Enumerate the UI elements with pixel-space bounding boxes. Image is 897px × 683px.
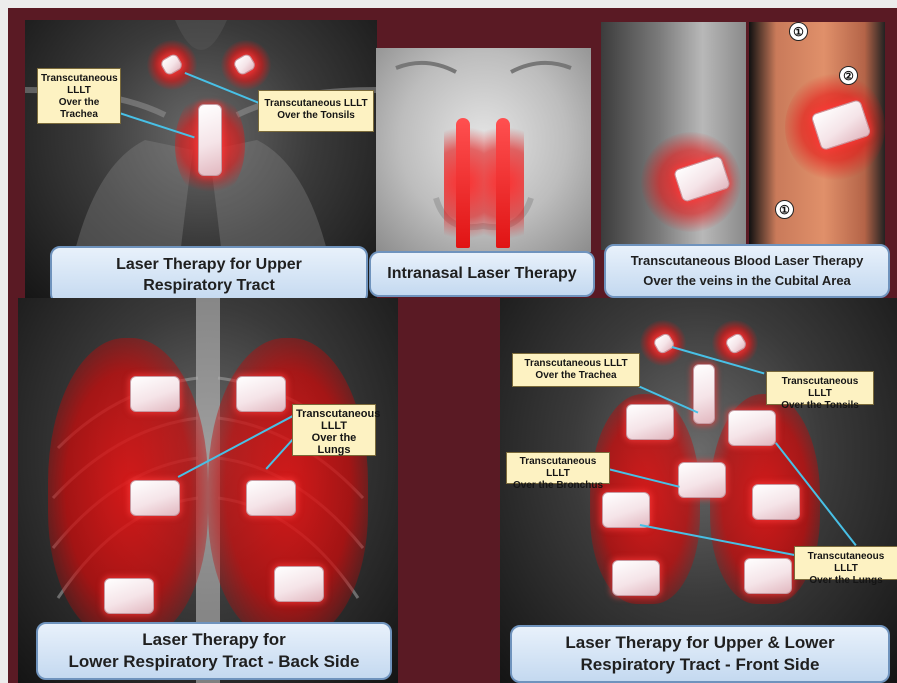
callout-lungs-back: Transcutaneous LLLT Over the Lungs (292, 404, 376, 456)
bronchus-pad (678, 462, 726, 498)
caption-blood-laser: Transcutaneous Blood Laser Therapy Over … (604, 244, 890, 298)
callout-trachea-front: Transcutaneous LLLT Over the Trachea (512, 353, 640, 387)
caption-front-side: Laser Therapy for Upper & Lower Respirat… (510, 625, 890, 683)
laser-beam-right (496, 118, 510, 248)
back-pad (130, 376, 180, 412)
arm-photo (601, 22, 746, 250)
back-pad (236, 376, 286, 412)
caption-intranasal: Intranasal Laser Therapy (369, 251, 595, 297)
vein-anatomy-photo: ① ② ① (749, 22, 885, 250)
back-pad (274, 566, 324, 602)
callout-bronchus: Transcutaneous LLLT Over the Bronchus (506, 452, 610, 484)
front-pad (626, 404, 674, 440)
front-pad (728, 410, 776, 446)
back-pad (130, 480, 180, 516)
front-pad (612, 560, 660, 596)
back-pad (104, 578, 154, 614)
marker-1-top: ① (789, 22, 808, 41)
front-pad (752, 484, 800, 520)
front-pad (744, 558, 792, 594)
back-pad (246, 480, 296, 516)
figure-frame: Transcutaneous LLLT Over the Trachea Tra… (8, 8, 897, 683)
laser-beam-left (456, 118, 470, 248)
trachea-pad (693, 364, 715, 424)
callout-trachea: Transcutaneous LLLT Over the Trachea (37, 68, 121, 124)
trachea-pad (198, 104, 222, 176)
marker-2: ② (839, 66, 858, 85)
intranasal-photo (376, 48, 591, 252)
callout-tonsils-front: Transcutaneous LLLT Over the Tonsils (766, 371, 874, 405)
callout-lungs-front: Transcutaneous LLLT Over the Lungs (794, 546, 897, 580)
marker-1-bottom: ① (775, 200, 794, 219)
callout-tonsils: Transcutaneous LLLT Over the Tonsils (258, 90, 374, 132)
front-pad (602, 492, 650, 528)
caption-upper-respiratory: Laser Therapy for Upper Respiratory Trac… (50, 246, 368, 304)
caption-back-side: Laser Therapy for Lower Respiratory Trac… (36, 622, 392, 680)
